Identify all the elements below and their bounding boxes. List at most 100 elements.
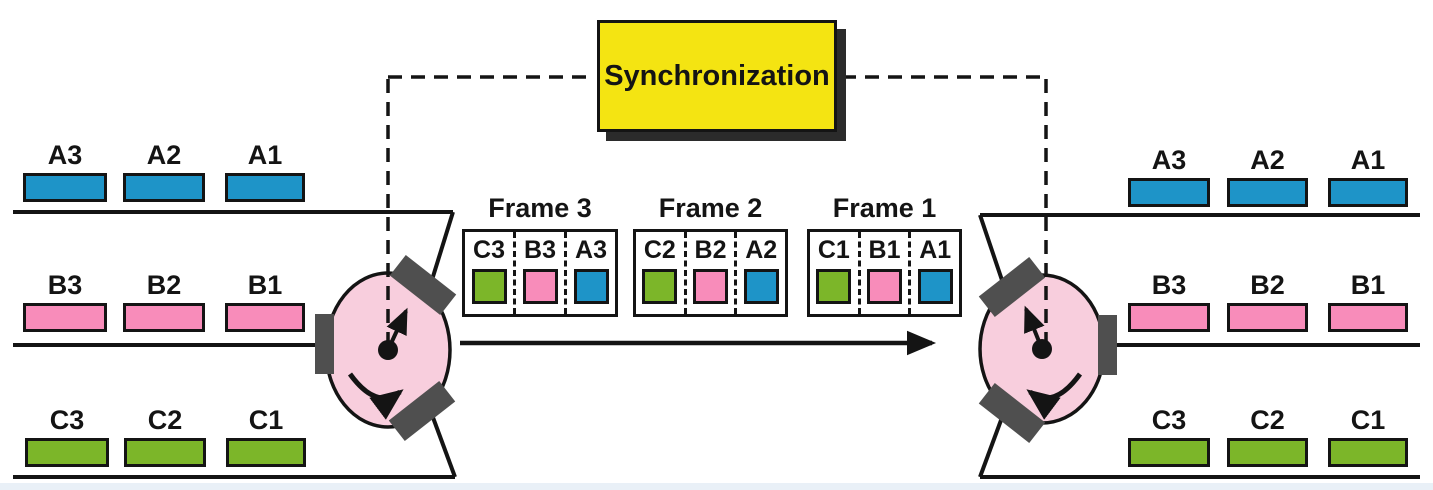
- right-packet-a2: A2: [1227, 145, 1308, 207]
- left-packet-b2: B2: [123, 270, 205, 332]
- slot-label: C1: [817, 236, 850, 264]
- slot-label: A1: [919, 236, 952, 264]
- synchronization-box: Synchronization: [597, 20, 837, 132]
- left-packet-c2: C2: [124, 405, 206, 467]
- right-packet-a1: A1: [1328, 145, 1408, 207]
- left-packet-c1: C1: [226, 405, 306, 467]
- frame-1: Frame 1 C1 B1 A1: [807, 193, 962, 317]
- right-packet-c2: C2: [1227, 405, 1308, 467]
- frame-title: Frame 2: [658, 193, 763, 223]
- right-packet-c1: C1: [1328, 405, 1408, 467]
- slot-label: C2: [643, 236, 676, 264]
- packet-label: C1: [248, 405, 284, 435]
- packet-label: C3: [49, 405, 85, 435]
- left-packet-c3: C3: [25, 405, 109, 467]
- frame-box: C3 B3 A3: [462, 229, 618, 317]
- packet-label: B2: [1250, 270, 1285, 300]
- frame-1-slot-c1: C1: [810, 232, 858, 314]
- packet-box: [225, 303, 305, 332]
- packet-box: [1227, 303, 1308, 332]
- packet-box: [1227, 438, 1308, 467]
- left-switch-contacts: [315, 255, 457, 441]
- packet-label: C2: [147, 405, 183, 435]
- packet-label: B2: [146, 270, 182, 300]
- frame-title: Frame 3: [488, 193, 592, 223]
- right-packet-b1: B1: [1328, 270, 1408, 332]
- frame-1-slot-a1: A1: [908, 232, 959, 314]
- right-switch-contacts: [978, 257, 1117, 443]
- packet-box: [1128, 438, 1210, 467]
- bottom-edge-strip: [0, 483, 1433, 490]
- frame-2: Frame 2 C2 B2 A2: [633, 193, 788, 317]
- slot-label: B1: [868, 236, 901, 264]
- packet-box: [1328, 438, 1408, 467]
- packet-label: B1: [247, 270, 283, 300]
- packet-label: A3: [1151, 145, 1187, 175]
- left-packet-a3: A3: [23, 140, 107, 202]
- slot-chip: [743, 269, 779, 304]
- right-packet-b3: B3: [1128, 270, 1210, 332]
- slot-chip: [917, 269, 953, 304]
- packet-label: A2: [1250, 145, 1285, 175]
- packet-box: [23, 303, 107, 332]
- left-rotation-arrow: [347, 372, 404, 420]
- right-packet-a3: A3: [1128, 145, 1210, 207]
- slot-chip: [816, 269, 852, 304]
- packet-box: [25, 438, 109, 467]
- slot-chip: [471, 269, 507, 304]
- packet-box: [123, 173, 205, 202]
- packet-box: [124, 438, 206, 467]
- packet-box: [1328, 303, 1408, 332]
- frame-3-slot-b3: B3: [513, 232, 564, 314]
- right-rotation-arrow: [1026, 372, 1083, 420]
- packet-box: [226, 438, 306, 467]
- slot-chip: [642, 269, 678, 304]
- frame-3: Frame 3 C3 B3 A3: [462, 193, 618, 317]
- packet-label: C1: [1350, 405, 1386, 435]
- packet-label: C3: [1151, 405, 1187, 435]
- sync-dashed-links: [386, 75, 1048, 345]
- packet-label: A3: [47, 140, 83, 170]
- packet-label: A1: [247, 140, 283, 170]
- left-packet-b3: B3: [23, 270, 107, 332]
- frame-box: C2 B2 A2: [633, 229, 788, 317]
- packet-box: [1328, 178, 1408, 207]
- slot-label: A3: [575, 236, 607, 264]
- right-switch-needle: [1024, 305, 1083, 420]
- right-packet-b2: B2: [1227, 270, 1308, 332]
- packet-box: [23, 173, 107, 202]
- packet-box: [123, 303, 205, 332]
- packet-box: [225, 173, 305, 202]
- frame-3-slot-a3: A3: [564, 232, 615, 314]
- packet-label: B1: [1350, 270, 1386, 300]
- frame-box: C1 B1 A1: [807, 229, 962, 317]
- packet-box: [1128, 178, 1210, 207]
- slot-chip: [573, 269, 609, 304]
- packet-label: B3: [47, 270, 83, 300]
- left-channel-lines: [13, 210, 457, 479]
- packet-label: A2: [146, 140, 182, 170]
- slot-label: C3: [473, 236, 505, 264]
- left-packet-a1: A1: [225, 140, 305, 202]
- packet-box: [1227, 178, 1308, 207]
- packet-label: A1: [1350, 145, 1386, 175]
- slot-label: B2: [694, 236, 727, 264]
- synchronization-label: Synchronization: [604, 59, 830, 92]
- packet-box: [1128, 303, 1210, 332]
- frame-2-slot-b2: B2: [683, 232, 735, 314]
- packet-label: B3: [1151, 270, 1187, 300]
- right-packet-c3: C3: [1128, 405, 1210, 467]
- packet-label: C2: [1250, 405, 1285, 435]
- frame-title: Frame 1: [832, 193, 937, 223]
- slot-chip: [693, 269, 728, 304]
- left-switch-needle: [347, 307, 408, 420]
- frame-1-slot-b1: B1: [857, 232, 909, 314]
- frame-2-slot-c2: C2: [636, 232, 684, 314]
- slot-label: B3: [524, 236, 556, 264]
- slot-label: A2: [745, 236, 778, 264]
- slot-chip: [522, 269, 558, 304]
- left-packet-a2: A2: [123, 140, 205, 202]
- frame-3-slot-c3: C3: [465, 232, 513, 314]
